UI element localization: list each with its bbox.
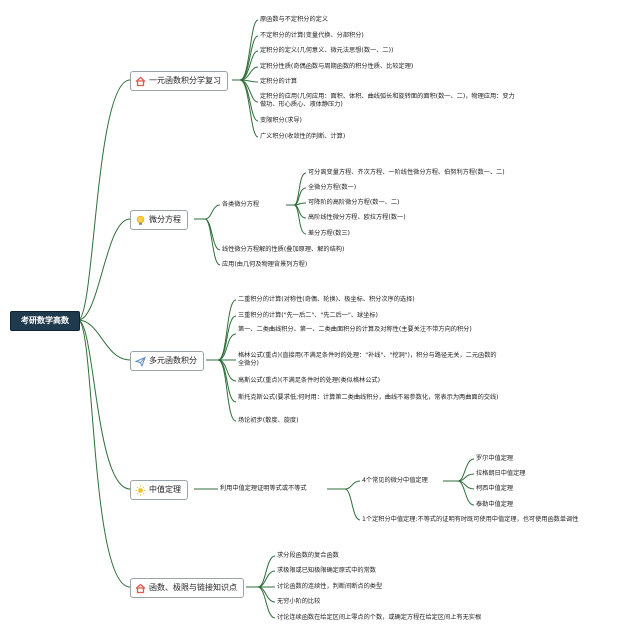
leaf-item[interactable]: 斯托克斯公式(要求低;何时用：计算第二类曲线积分，曲线不易参数化，常表示为两曲面… bbox=[238, 394, 499, 401]
branch-differential-equations[interactable]: 微分方程 bbox=[130, 210, 188, 230]
leaf-item[interactable]: 罗尔中值定理 bbox=[476, 455, 514, 462]
leaf-item[interactable]: 泰勒中值定理 bbox=[476, 501, 514, 508]
leaf-item[interactable]: 线性微分方程解的性质(叠加原理、解的结构) bbox=[222, 246, 345, 253]
branch-integral-review[interactable]: 一元函数积分学复习 bbox=[130, 71, 228, 91]
leaf-item[interactable]: 柯西中值定理 bbox=[476, 485, 514, 492]
leaf-item[interactable]: 差分方程(数三) bbox=[308, 230, 350, 237]
leaf-item[interactable]: 可分离变量方程、齐次方程、一阶线性微分方程、伯努利方程(数一、二) bbox=[308, 169, 505, 176]
branch-mean-value-theorem[interactable]: 中值定理 bbox=[130, 480, 188, 500]
leaf-item[interactable]: 讨论连续函数在给定区间上零点的个数，或确定方程在给定区间上有无实根 bbox=[277, 614, 482, 621]
paper-plane-icon bbox=[134, 356, 146, 367]
leaf-item[interactable]: 变限积分(求导) bbox=[260, 117, 302, 124]
leaf-item[interactable]: 定积分的定义(几何意义、微元法思想(数一、二)) bbox=[260, 47, 394, 54]
leaf-item[interactable]: 场论初步(散度、旋度) bbox=[238, 417, 299, 424]
leaf-item[interactable]: 求分段函数的复合函数 bbox=[277, 552, 339, 559]
leaf-item[interactable]: 高阶线性微分方程、欧拉方程(数一) bbox=[308, 214, 406, 221]
branch-multivariable-integrals[interactable]: 多元函数积分 bbox=[130, 351, 204, 371]
lightbulb-icon bbox=[135, 215, 146, 226]
leaf-item[interactable]: 定积分的应用(几何应用：面积、体积、曲线弧长和旋转面的面积(数一、二)，物理应用… bbox=[260, 93, 515, 108]
leaf-item[interactable]: 讨论函数的连续性，判断间断点的类型 bbox=[277, 583, 383, 590]
branch-label: 一元函数积分学复习 bbox=[149, 76, 221, 85]
leaf-item[interactable]: 无穷小阶的比较 bbox=[277, 598, 321, 605]
leaf-item[interactable]: 全微分方程(数一) bbox=[308, 184, 357, 191]
leaf-item[interactable]: 原函数与不定积分的定义 bbox=[260, 16, 329, 23]
leaf-item[interactable]: 第一、二类曲线积分、第一、二类曲面积分的计算及对称性(主要关注不带方向的积分) bbox=[238, 326, 472, 333]
branch-label: 函数、极限与链接知识点 bbox=[149, 583, 237, 592]
leaf-item[interactable]: 不定积分的计算(变量代换、分部积分) bbox=[260, 32, 364, 39]
root-node[interactable]: 考研数学高数 bbox=[10, 311, 80, 331]
sun-icon bbox=[135, 485, 146, 496]
leaf-item[interactable]: 拉格朗日中值定理 bbox=[476, 470, 526, 477]
home-icon bbox=[135, 583, 146, 594]
branch-label: 中值定理 bbox=[149, 485, 181, 494]
leaf-item[interactable]: 格林公式(重点)(直接用(不满足条件时的处理："补线"、"挖洞")，积分与路径无… bbox=[238, 352, 497, 367]
leaf-item[interactable]: 求极限或已知极限确定原式中的常数 bbox=[277, 567, 376, 574]
leaf-item[interactable]: 1个定积分中值定理:不等式的证明有时既可使用中值定理，也可使用函数单调性 bbox=[362, 516, 579, 523]
leaf-item[interactable]: 三重积分的计算("先一后二"、"先二后一"、球坐标) bbox=[238, 312, 378, 319]
leaf-item[interactable]: 定积分性质(奇偶函数与周期函数的积分性质、比较定理) bbox=[260, 63, 414, 70]
home-icon bbox=[135, 76, 146, 87]
leaf-item[interactable]: 高斯公式(重点)(不满足条件时的处理(类似格林公式) bbox=[238, 377, 381, 384]
branch-label: 微分方程 bbox=[149, 215, 181, 224]
leaf-item[interactable]: 二重积分的计算(对称性(奇偶、轮换)、极坐标、积分次序的选择) bbox=[238, 296, 415, 303]
leaf-item[interactable]: 可降阶的高阶微分方程(数一、二) bbox=[308, 199, 400, 206]
leaf-item[interactable]: 广义积分(收敛性的判断、计算) bbox=[260, 133, 346, 140]
leaf-item[interactable]: 定积分的计算 bbox=[260, 78, 298, 85]
branch-functions-limits[interactable]: 函数、极限与链接知识点 bbox=[130, 578, 244, 598]
subtopic-label[interactable]: 4个常见的微分中值定理 bbox=[362, 477, 428, 484]
branch-label: 多元函数积分 bbox=[149, 356, 197, 365]
leaf-item[interactable]: 应用(由几何及物理背景列方程) bbox=[222, 261, 308, 268]
subtopic-label[interactable]: 利用中值定理证明等式或不等式 bbox=[220, 485, 307, 492]
subtopic-label[interactable]: 各类微分方程 bbox=[222, 201, 260, 208]
